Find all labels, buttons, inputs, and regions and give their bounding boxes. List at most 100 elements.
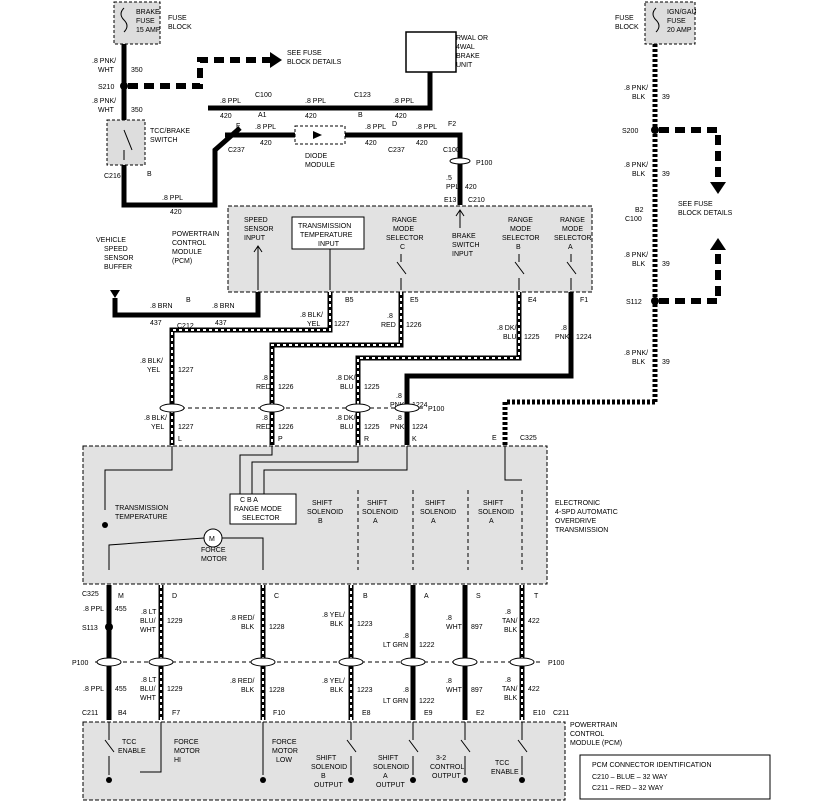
sola-label: SOLENOID xyxy=(373,764,409,771)
pcm-bottom-switches xyxy=(104,722,528,775)
pin-label: D xyxy=(172,593,177,600)
wire-label: .8 RED/ xyxy=(230,678,255,685)
range-b-label: RANGE xyxy=(508,217,533,224)
solenoid-label: SOLENOID xyxy=(478,509,514,516)
wire-label: PNK xyxy=(555,334,570,341)
range-selector-label: SELECTOR xyxy=(242,515,280,522)
wire-label: .8 xyxy=(403,633,409,640)
fm-hi-label: MOTOR xyxy=(174,748,200,755)
wire-num: 1226 xyxy=(278,384,294,391)
wire-num: 420 xyxy=(395,113,407,120)
wire-num: 420 xyxy=(465,184,477,191)
wire-label: .8 xyxy=(396,393,402,400)
solenoid-label: SHIFT xyxy=(312,500,333,507)
pin-label: B xyxy=(147,171,152,178)
wire-num: 1223 xyxy=(357,621,373,628)
wire-num: 1224 xyxy=(576,334,592,341)
wire-num: 350 xyxy=(131,107,143,114)
wire-label: .8 PNK/ xyxy=(624,350,648,357)
pcm-connector-id-title: PCM CONNECTOR IDENTIFICATION xyxy=(592,762,712,769)
wire-label: WHT xyxy=(98,67,115,74)
wire-label: .8 PPL xyxy=(365,124,386,131)
connector-label: C100 xyxy=(443,147,460,154)
ign-feed xyxy=(504,446,522,481)
wire-label: YEL xyxy=(147,367,160,374)
wire-num: 420 xyxy=(260,140,272,147)
wire-num: 420 xyxy=(170,209,182,216)
wire-label: .8 BRN xyxy=(150,303,173,310)
solenoid-label: SOLENOID xyxy=(307,509,343,516)
solenoid-label: SOLENOID xyxy=(420,509,456,516)
wire-num: 455 xyxy=(115,686,127,693)
fuse-details-text2: BLOCK DETAILS xyxy=(287,59,342,66)
trans-temp-sensor-label: TRANSMISSION xyxy=(115,505,168,512)
connector-label: C325 xyxy=(82,591,99,598)
range-mode-selector-box xyxy=(229,493,297,525)
input-arrow xyxy=(455,209,465,228)
solenoid-label: SOLENOID xyxy=(362,509,398,516)
range-wires xyxy=(239,446,408,494)
vss-label: SPEED xyxy=(104,246,128,253)
wire-label: .8 LT xyxy=(141,677,157,684)
pcm-connector-c210: C210 – BLUE – 32 WAY xyxy=(592,774,668,781)
wire-label: WHT xyxy=(140,695,157,702)
solenoid-label: SHIFT xyxy=(483,500,504,507)
wire-label: .8 xyxy=(262,415,268,422)
fuse-block-label-right: FUSE xyxy=(615,15,634,22)
wire-num: 897 xyxy=(471,687,483,694)
pin-label: E8 xyxy=(362,710,371,717)
brake-unit-label: BRAKE xyxy=(456,53,480,60)
wire-num: 1227 xyxy=(178,367,194,374)
solenoid-label: A xyxy=(373,518,378,525)
motor-wires xyxy=(108,537,264,570)
fuse-details-arrow-right xyxy=(659,127,721,182)
wire-label: .8 PNK/ xyxy=(92,58,116,65)
wire-label: .5 xyxy=(446,175,452,182)
wire-label: BLU/ xyxy=(140,686,156,693)
splice-label: S210 xyxy=(98,84,114,91)
brake-unit-label: RWAL OR xyxy=(456,35,488,42)
wire-num: 1225 xyxy=(524,334,540,341)
connector-label: C210 xyxy=(468,197,485,204)
connector-label: P100 xyxy=(548,660,564,667)
brake-switch-label: INPUT xyxy=(452,251,474,258)
pin-label: K xyxy=(412,436,417,443)
wire-num: 1224 xyxy=(412,402,428,409)
fuse-icon xyxy=(120,7,128,33)
tcc-enable-label2: TCC xyxy=(495,760,509,767)
trans-temp-label: TRANSMISSION xyxy=(298,223,351,230)
connector-p100-top xyxy=(449,157,471,165)
trans-temp-sensor-label: TEMPERATURE xyxy=(115,514,168,521)
speed-sensor-label: INPUT xyxy=(244,235,266,242)
fuse-block-label-left2: BLOCK xyxy=(168,24,192,31)
diode-icon xyxy=(313,131,322,139)
wire-label: BLU/ xyxy=(140,618,156,625)
connector-label: C237 xyxy=(228,147,245,154)
range-a-label: A xyxy=(568,244,573,251)
wire-label: .8 BRN xyxy=(212,303,235,310)
p100-connectors xyxy=(159,403,420,413)
ign-fuse-box xyxy=(644,1,696,45)
pin-label: B5 xyxy=(345,297,354,304)
diode-label: DIODE xyxy=(305,153,328,160)
pin-label: B4 xyxy=(118,710,127,717)
vss-terminal xyxy=(110,290,120,298)
wire-num: 422 xyxy=(528,686,540,693)
wire-stripe xyxy=(171,292,331,445)
pin-label: F xyxy=(236,123,240,130)
wire-label: PNK xyxy=(390,424,405,431)
wire-num: 1229 xyxy=(167,618,183,625)
wire-label: BLK xyxy=(241,624,255,631)
brake-fuse-amp: 15 AMP xyxy=(136,27,161,34)
wire-label: PPL xyxy=(446,184,459,191)
pin-label: B xyxy=(363,593,368,600)
tcc-enable-label2: ENABLE xyxy=(491,769,519,776)
wire-num: 350 xyxy=(131,67,143,74)
tcc-switch-label: TCC/BRAKE xyxy=(150,128,190,135)
wire-437 xyxy=(112,292,261,318)
wire-label: .8 PPL xyxy=(255,124,276,131)
switch-icon xyxy=(566,254,577,290)
tcc-enable-label: ENABLE xyxy=(118,748,146,755)
solenoid-label: A xyxy=(489,518,494,525)
wire-num: 1229 xyxy=(167,686,183,693)
